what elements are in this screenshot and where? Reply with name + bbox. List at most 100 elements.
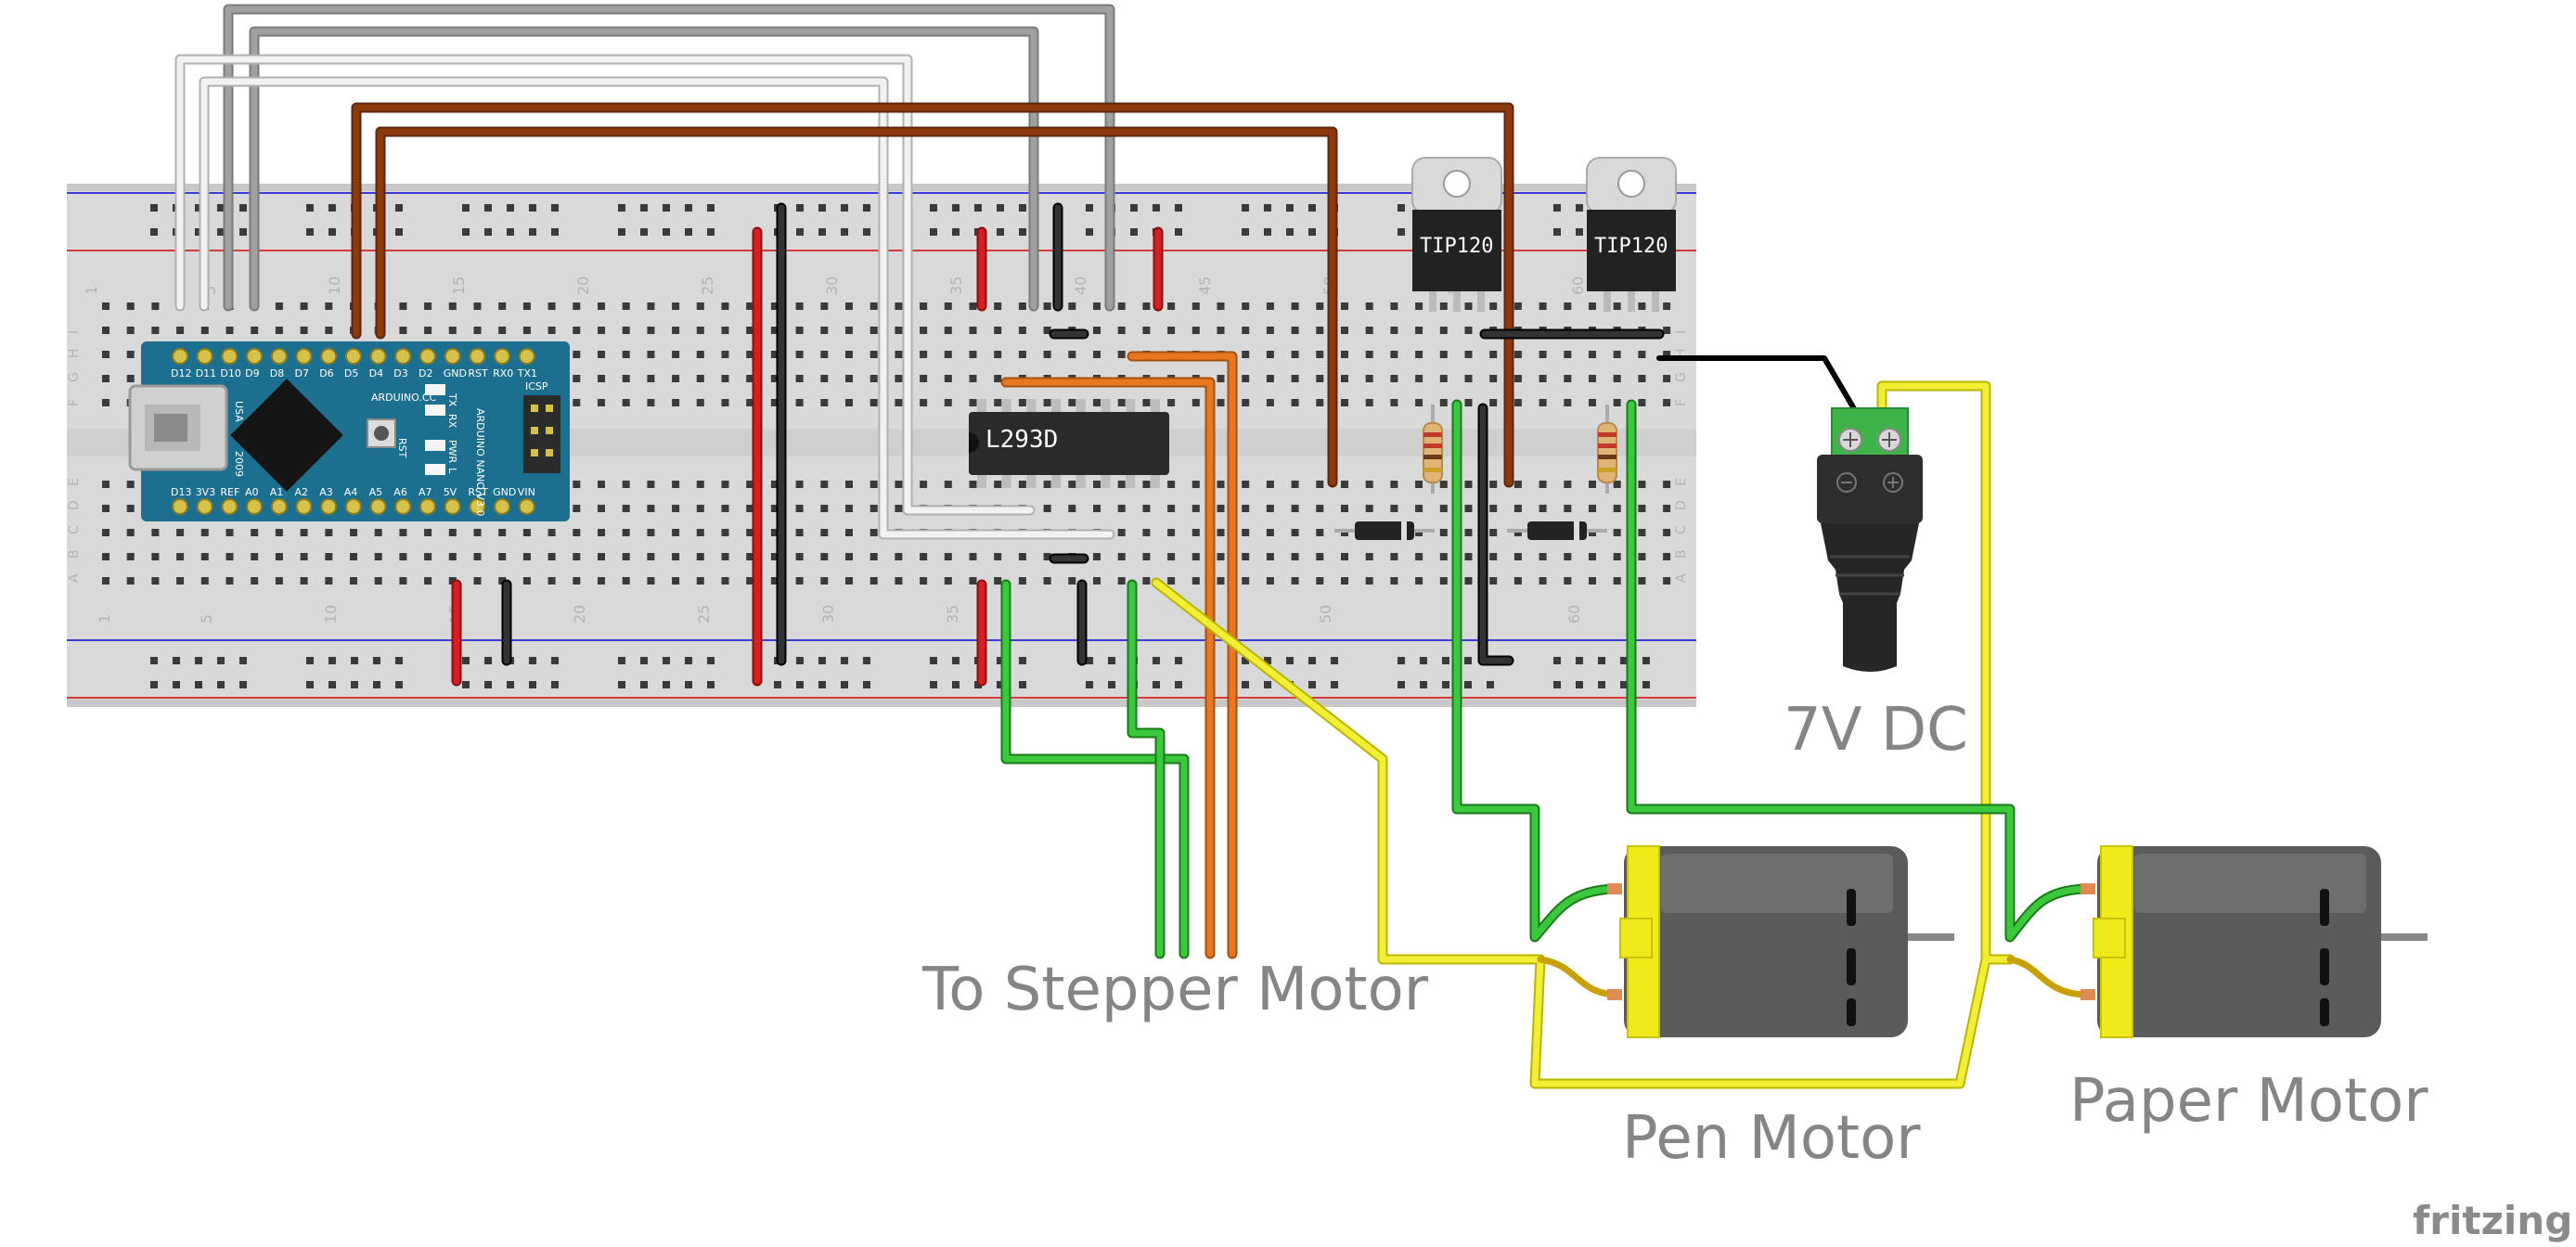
breadboard-hole <box>102 577 109 585</box>
breadboard-hole <box>498 327 507 334</box>
breadboard-hole <box>1439 399 1448 406</box>
rail-hole <box>239 228 247 236</box>
rail-hole <box>373 681 380 688</box>
rail-hole <box>150 228 158 236</box>
svg-text:60: 60 <box>1565 605 1583 624</box>
breadboard-hole <box>151 302 160 310</box>
breadboard-hole <box>1043 577 1051 585</box>
microcontroller-icon <box>230 379 343 492</box>
breadboard-hole <box>1043 553 1051 560</box>
rail-hole <box>306 681 314 688</box>
rail-hole <box>841 228 848 236</box>
svg-text:F: F <box>67 399 82 406</box>
breadboard-hole <box>473 302 482 310</box>
arduino-pin <box>172 498 188 515</box>
svg-text:C: C <box>1674 525 1689 534</box>
breadboard-hole <box>721 351 729 358</box>
breadboard-hole <box>672 375 680 382</box>
rail-hole <box>1242 681 1249 688</box>
breadboard-hole <box>1291 505 1299 512</box>
arduino-pin <box>369 348 387 365</box>
icsp-pin <box>531 405 538 412</box>
rail-hole <box>707 681 715 688</box>
wire-green <box>1453 401 1618 941</box>
breadboard-hole <box>1316 327 1324 334</box>
breadboard-hole <box>598 327 605 334</box>
rail-hole <box>841 204 848 212</box>
breadboard-hole <box>1365 375 1373 382</box>
breadboard-hole <box>1513 553 1522 560</box>
arduino-pin <box>394 348 412 365</box>
breadboard-hole <box>1093 399 1101 406</box>
breadboard-hole <box>672 577 680 585</box>
rail-hole <box>551 657 559 664</box>
breadboard-hole <box>1291 481 1299 488</box>
breadboard-hole <box>1242 577 1250 585</box>
breadboard-hole <box>1464 327 1473 334</box>
breadboard-hole <box>448 553 457 560</box>
breadboard-hole <box>473 577 482 585</box>
breadboard-hole <box>573 302 581 310</box>
rail-hole <box>1086 681 1093 688</box>
breadboard-hole <box>944 481 952 488</box>
breadboard-hole <box>1018 399 1026 406</box>
svg-text:A: A <box>1674 573 1689 583</box>
breadboard-hole <box>399 327 407 334</box>
svg-text:D: D <box>1674 500 1689 510</box>
breadboard-hole <box>1341 481 1348 488</box>
breadboard-hole <box>522 577 531 585</box>
breadboard-hole <box>672 481 680 488</box>
breadboard-hole <box>102 529 109 536</box>
tip120-transistor-1: TIP120 <box>1411 157 1502 312</box>
arduino-pin-label: D3 <box>393 367 407 379</box>
breadboard-hole <box>1117 351 1126 358</box>
breadboard-hole <box>1365 327 1373 334</box>
rail-hole <box>217 204 225 212</box>
l293d-chip: L293D <box>969 399 1169 488</box>
breadboard-hole <box>1217 327 1225 334</box>
rail-hole <box>1175 681 1182 688</box>
rail-hole <box>974 204 982 212</box>
breadboard-hole <box>1464 529 1473 536</box>
rail-hole <box>551 228 559 236</box>
breadboard-hole <box>102 351 109 358</box>
breadboard-hole <box>845 553 853 560</box>
arduino-pin-label: A2 <box>295 486 309 498</box>
rail-hole <box>640 228 648 236</box>
breadboard-hole <box>795 481 804 488</box>
breadboard-hole <box>448 327 457 334</box>
breadboard-hole <box>1043 399 1051 406</box>
breadboard-hole <box>1291 351 1299 358</box>
rail-hole <box>1308 228 1316 236</box>
breadboard-hole <box>869 577 878 585</box>
arduino-pin <box>469 498 486 515</box>
wire-orange <box>1002 379 1214 958</box>
rail-hole <box>1108 657 1115 664</box>
wire-white <box>200 78 1114 538</box>
rail-hole <box>1286 204 1294 212</box>
breadboard-hole <box>672 553 680 560</box>
breadboard-hole <box>1341 302 1348 310</box>
breadboard-hole <box>598 577 605 585</box>
breadboard-hole <box>1663 505 1671 512</box>
breadboard-hole <box>225 553 234 560</box>
rail-hole <box>529 204 536 212</box>
rail-hole <box>239 681 247 688</box>
ic-pin <box>1075 399 1086 414</box>
breadboard-hole <box>895 481 903 488</box>
svg-text:50: 50 <box>1317 605 1334 624</box>
breadboard-hole <box>126 481 135 488</box>
arduino-pin-label: GND <box>493 486 516 498</box>
breadboard-hole <box>869 529 878 536</box>
rail-hole <box>663 228 670 236</box>
breadboard-hole <box>969 577 977 585</box>
breadboard-hole <box>374 553 382 560</box>
breadboard-hole <box>647 351 655 358</box>
arduino-pin-label: GND <box>444 367 467 379</box>
diode-1 <box>1334 521 1435 540</box>
breadboard-hole <box>573 327 581 334</box>
arduino-pin-label: A5 <box>369 486 383 498</box>
breadboard-hole <box>1663 577 1671 585</box>
breadboard-hole <box>770 302 779 310</box>
rail-hole <box>1264 204 1271 212</box>
